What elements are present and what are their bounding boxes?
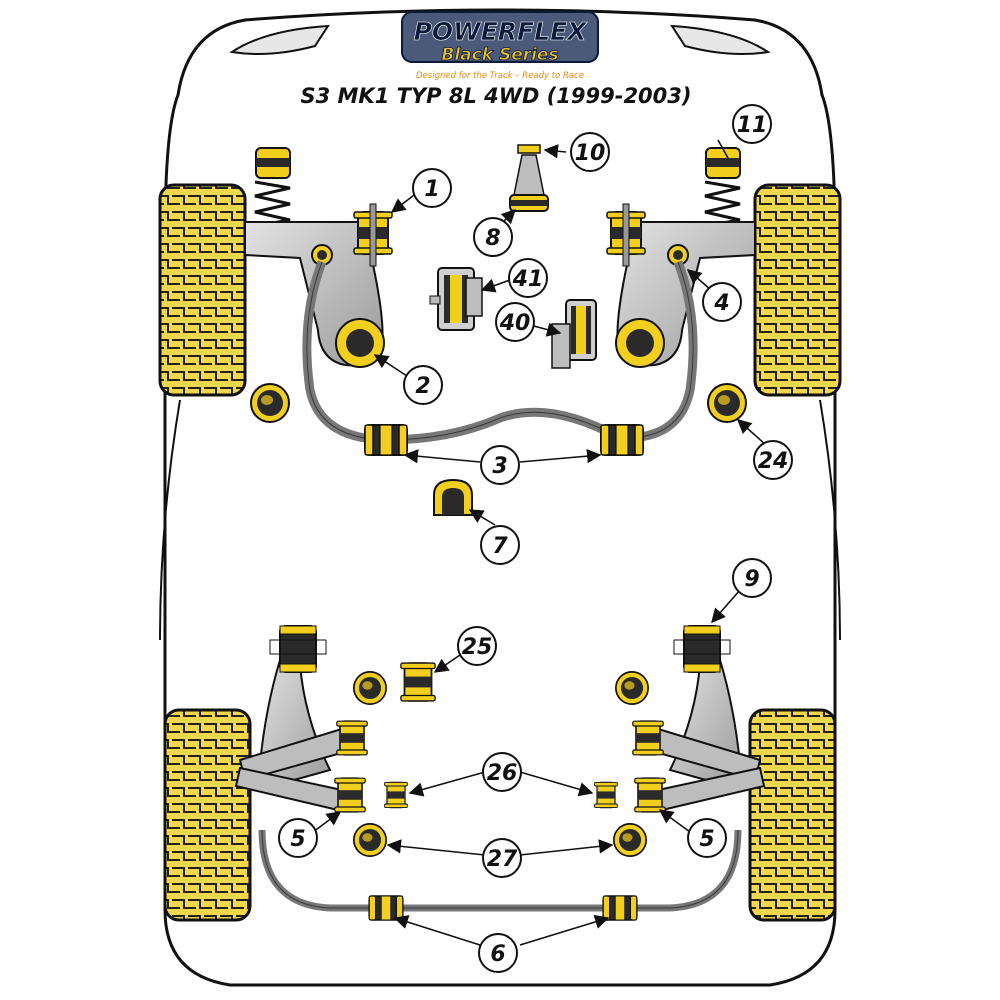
front-spring-left — [254, 147, 291, 228]
wishbone-front-bush-left — [353, 203, 393, 267]
front-spring-right — [704, 147, 741, 228]
gearbox-mount-40 — [551, 299, 597, 369]
svg-text:1: 1 — [424, 177, 439, 202]
bush-25 — [399, 662, 437, 702]
tyre-rear-left — [163, 708, 252, 922]
svg-text:9: 9 — [744, 567, 759, 592]
bush-7 — [433, 478, 473, 516]
svg-text:8: 8 — [485, 226, 500, 251]
front-round-bush-left — [250, 383, 290, 423]
rear-round-bush-left — [353, 671, 388, 706]
headlight-right — [670, 24, 771, 55]
rear-trailing-arm-bush-right — [673, 625, 731, 673]
callout-26: 26 — [482, 752, 522, 792]
logo-tagline: Designed for the Track – Ready to Race — [416, 71, 584, 81]
rear-round-bush-right — [614, 671, 650, 706]
svg-text:24: 24 — [758, 449, 789, 474]
rear-arb-bush-right — [602, 895, 638, 921]
callout-2: 2 — [403, 365, 443, 405]
callout-8: 8 — [473, 217, 513, 257]
svg-text:6: 6 — [490, 942, 505, 967]
rear-link-bush-upper-left — [335, 720, 369, 756]
svg-text:10: 10 — [575, 141, 606, 166]
wishbone-rear-bush-left — [335, 318, 385, 368]
rear-link-bush-lower-right — [633, 777, 667, 813]
callout-4: 4 — [702, 282, 742, 322]
callout-40: 40 — [495, 302, 535, 342]
page-title: S3 MK1 TYP 8L 4WD (1999-2003) — [300, 84, 691, 108]
powerflex-logo: POWERFLEX Black Series Designed for the … — [401, 11, 599, 81]
logo-series: Black Series — [441, 45, 558, 65]
callout-3: 3 — [480, 445, 520, 485]
tyre-rear-right — [748, 708, 837, 922]
bush-26-right — [594, 781, 619, 809]
callout-25: 25 — [457, 626, 497, 666]
rear-link-bush-upper-right — [631, 720, 665, 756]
callout-6: 6 — [478, 933, 518, 973]
svg-text:5: 5 — [699, 827, 714, 852]
svg-text:11: 11 — [737, 113, 768, 138]
callout-5-right: 5 — [687, 818, 727, 858]
callout-7: 7 — [480, 525, 520, 565]
body-inner-line-right — [819, 399, 841, 641]
callout-24: 24 — [753, 440, 793, 480]
rear-arb-bush-left — [368, 895, 404, 921]
bush-27-right — [613, 823, 648, 858]
rear-link-bush-lower-left — [334, 777, 367, 813]
logo-brand: POWERFLEX — [414, 17, 589, 46]
bush-26-left — [384, 781, 408, 809]
drop-link-bush-right — [667, 244, 689, 266]
callout-11: 11 — [732, 104, 772, 144]
front-round-bush-right — [707, 383, 747, 423]
svg-text:26: 26 — [487, 761, 518, 786]
svg-text:7: 7 — [492, 534, 508, 559]
svg-text:2: 2 — [415, 374, 430, 399]
wishbone-rear-bush-right — [615, 318, 665, 368]
rear-trailing-arm-bush-left — [269, 625, 327, 673]
callouts: 1 2 3 4 5 5 6 7 8 9 10 11 24 25 26 27 40… — [278, 104, 793, 973]
front-arb-bush-left — [364, 424, 408, 456]
tyre-front-right — [753, 183, 842, 397]
svg-text:40: 40 — [499, 311, 531, 336]
bush-27-left — [353, 823, 388, 858]
svg-text:25: 25 — [462, 635, 493, 660]
callout-27: 27 — [482, 838, 522, 878]
svg-text:27: 27 — [487, 847, 518, 872]
callout-41: 41 — [508, 258, 548, 298]
svg-text:3: 3 — [492, 454, 507, 479]
callout-1: 1 — [412, 168, 452, 208]
wishbone-front-bush-right — [606, 203, 646, 267]
tyre-front-left — [158, 183, 247, 397]
callout-9: 9 — [732, 558, 772, 598]
front-arb-bush-right — [600, 424, 644, 456]
body-inner-line-left — [159, 399, 181, 641]
svg-text:4: 4 — [713, 291, 729, 316]
svg-text:41: 41 — [512, 267, 544, 292]
gearbox-mount-41 — [429, 267, 483, 331]
headlight-left — [229, 24, 330, 55]
callout-10: 10 — [570, 132, 610, 172]
engine-mount-upper — [509, 144, 549, 212]
svg-text:5: 5 — [290, 827, 305, 852]
callout-5-left: 5 — [278, 818, 318, 858]
